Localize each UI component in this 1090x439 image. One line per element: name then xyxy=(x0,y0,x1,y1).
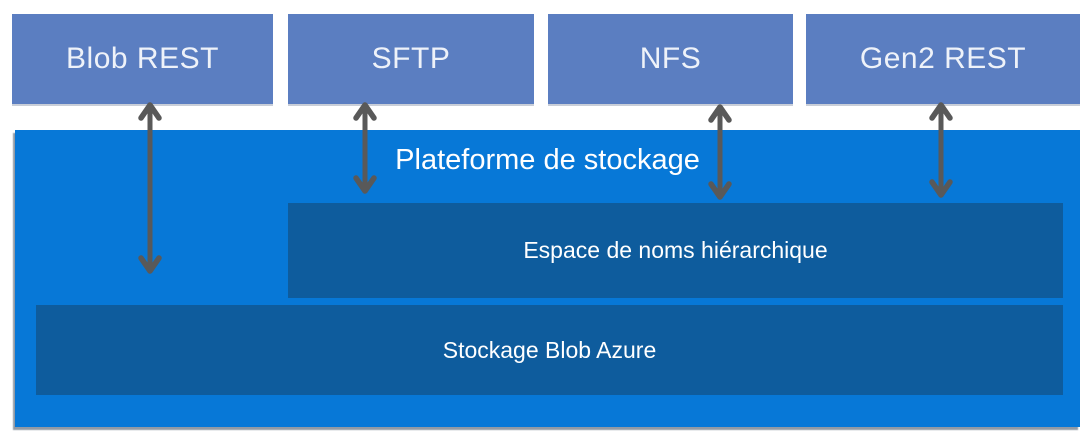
protocol-box-sftp: SFTP xyxy=(288,14,534,104)
hierarchical-namespace-label: Espace de noms hiérarchique xyxy=(523,237,828,263)
protocol-box-blob-rest: Blob REST xyxy=(12,14,273,104)
protocol-label-gen2-rest: Gen2 REST xyxy=(859,42,1027,75)
protocol-label-nfs: NFS xyxy=(639,42,702,75)
protocol-label-blob-rest: Blob REST xyxy=(66,42,219,75)
hierarchical-namespace-box: Espace de noms hiérarchique xyxy=(288,203,1063,298)
protocol-label-sftp: SFTP xyxy=(371,42,451,75)
blob-storage-label: Stockage Blob Azure xyxy=(442,336,657,363)
storage-platform-box: Plateforme de stockage Espace de noms hi… xyxy=(15,130,1080,427)
protocol-box-gen2-rest: Gen2 REST xyxy=(806,14,1080,104)
protocol-box-nfs: NFS xyxy=(548,14,793,104)
platform-title: Plateforme de stockage xyxy=(395,144,700,176)
blob-storage-box: Stockage Blob Azure xyxy=(36,305,1063,395)
